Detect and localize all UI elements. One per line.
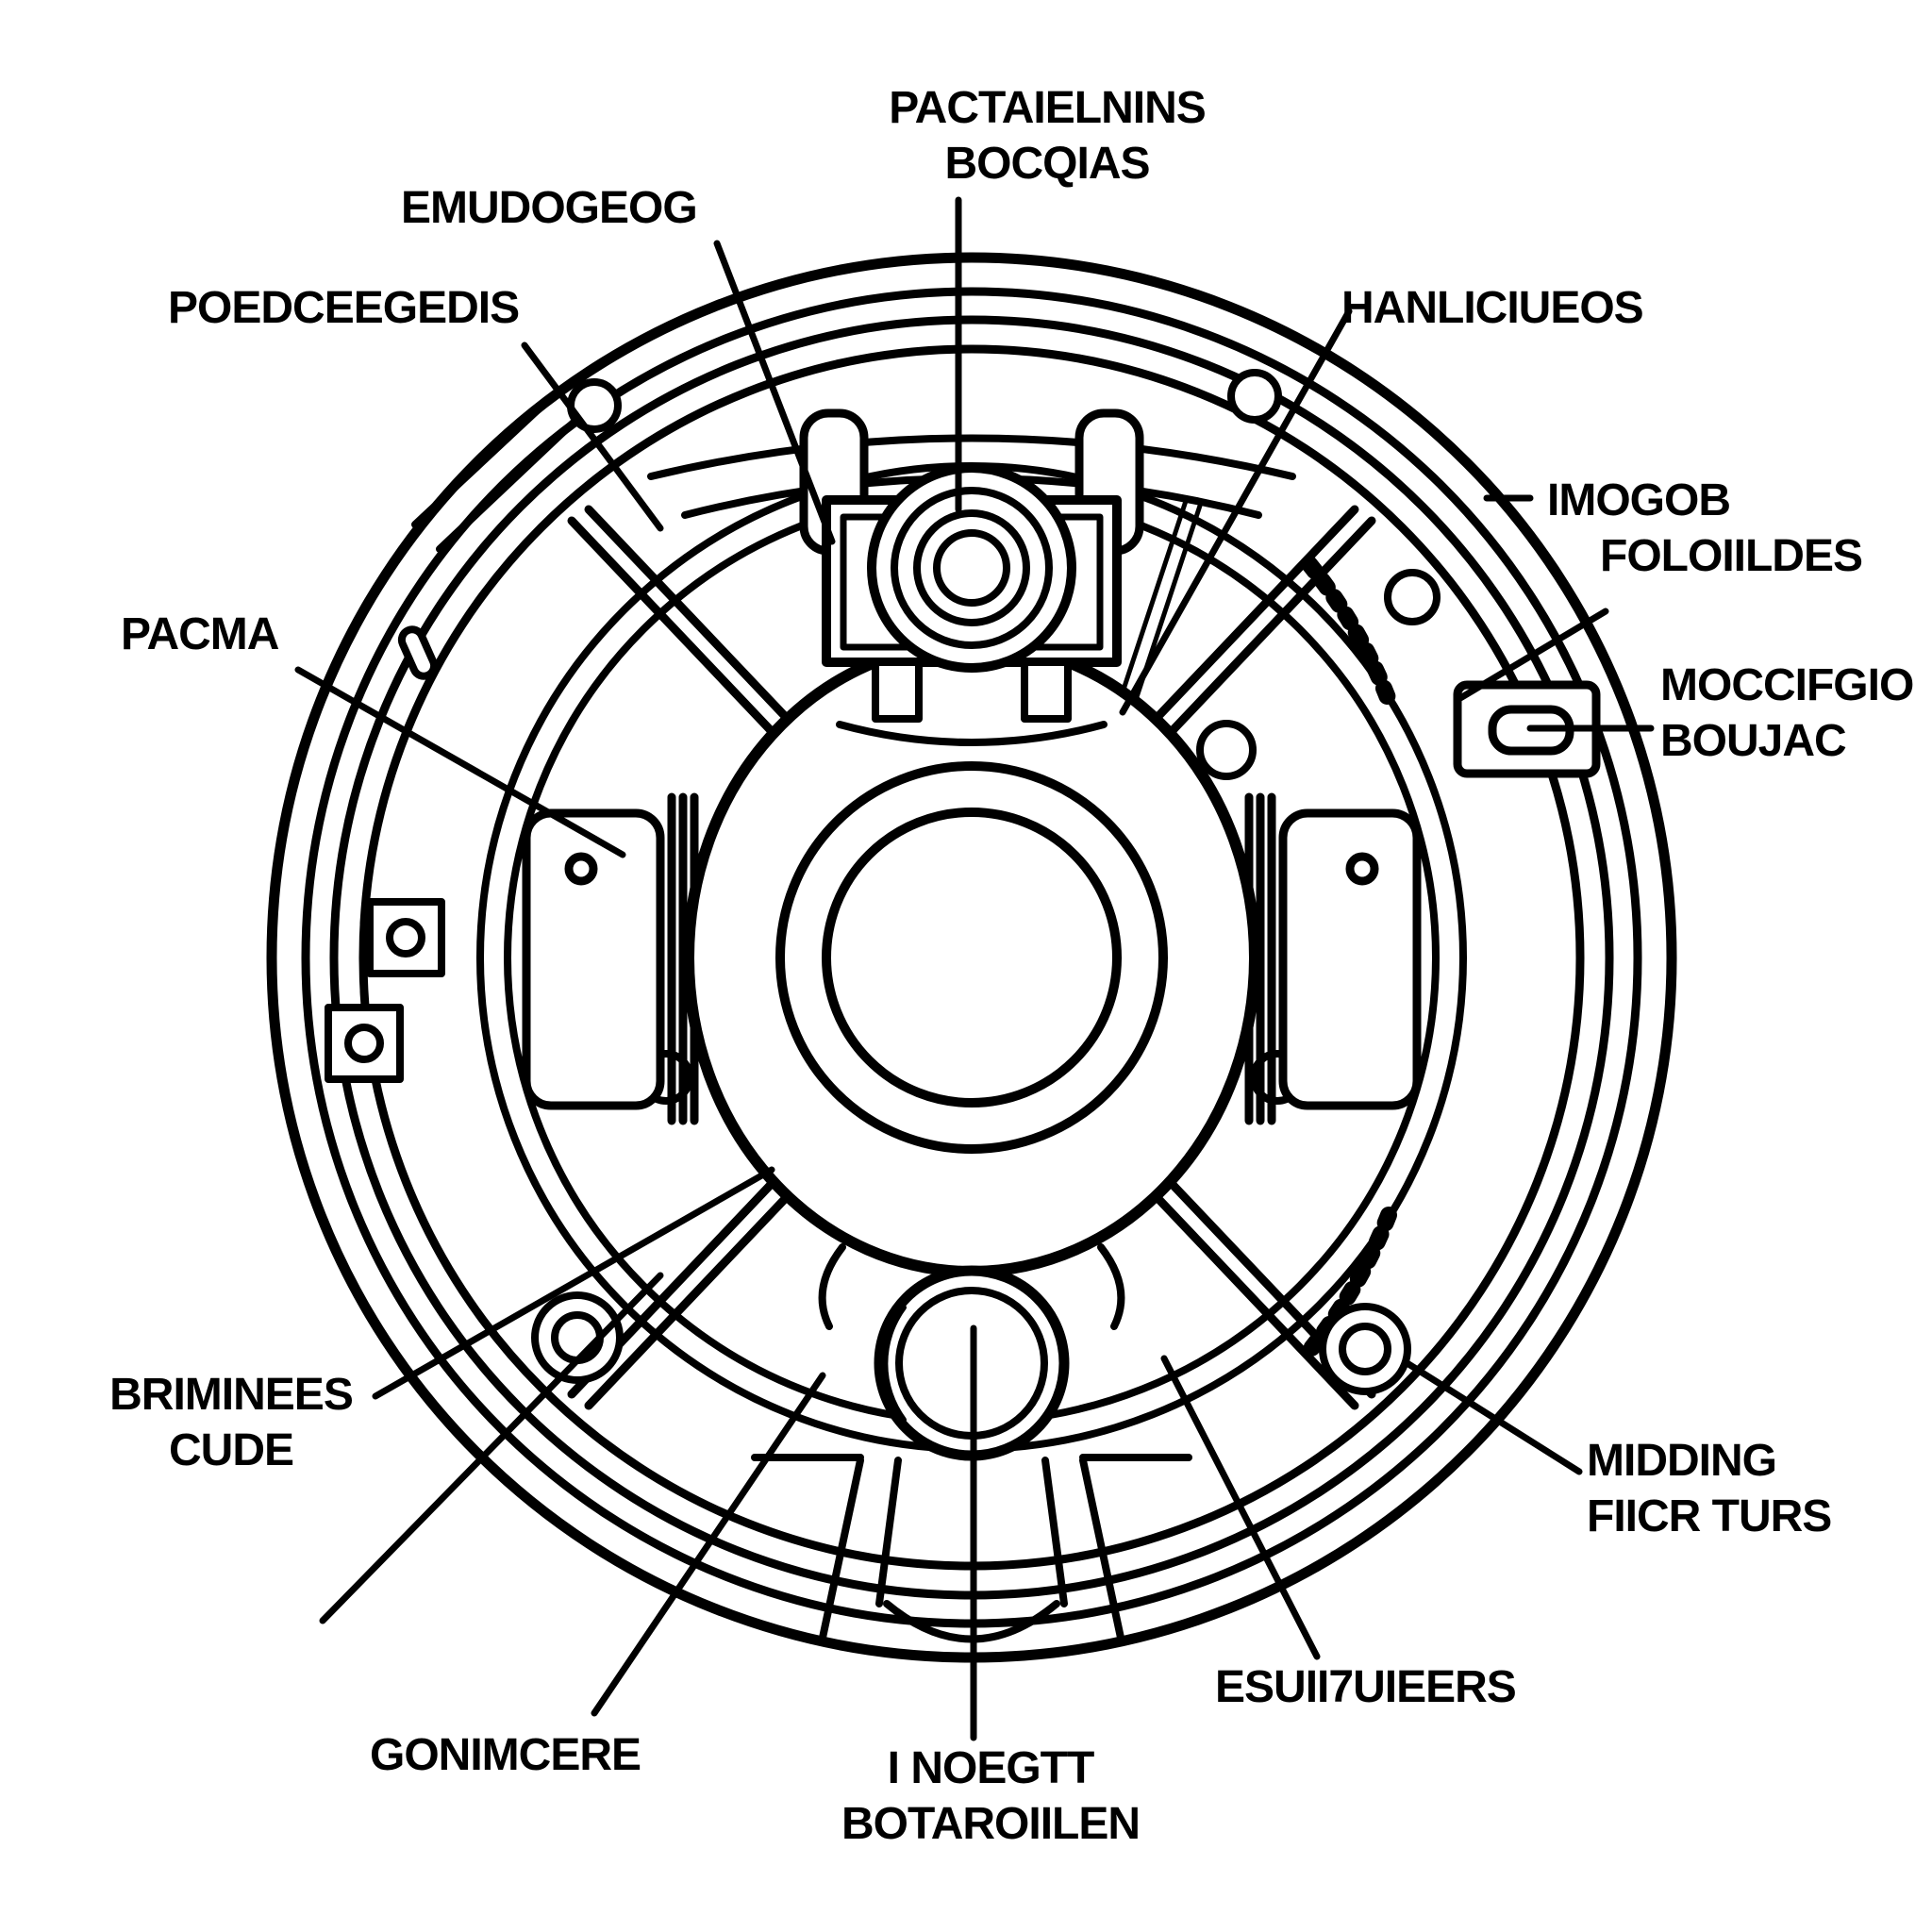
label-line: HANLICIUEOS — [1341, 283, 1644, 333]
label-line: MIDDING — [1587, 1436, 1777, 1486]
label-line: POEDCEEGEDIS — [168, 283, 520, 333]
label-line: I NOEGTT — [887, 1743, 1095, 1793]
label-line: GONIMCERE — [370, 1730, 641, 1780]
label-esuii7uieers: ESUII7UIEERS — [1215, 1660, 1517, 1716]
label-moccifgio-boujac: MOCCIFGIO BOUJAC — [1660, 658, 1914, 769]
label-line: ESUII7UIEERS — [1215, 1662, 1517, 1712]
adjuster-ratchet — [1301, 556, 1397, 1359]
label-line: BOCQIAS — [944, 138, 1150, 189]
leader-emudogeog — [713, 240, 836, 545]
label-briminees-cude: BRIMINEES CUDE — [90, 1368, 373, 1478]
label-line: PACMA — [121, 609, 279, 659]
label-line: EMUDOGEOG — [401, 183, 698, 233]
label-poedceegedis: POEDCEEGEDIS — [168, 281, 520, 337]
label-pacma: PACMA — [121, 608, 279, 663]
leader-lines — [294, 196, 1655, 1741]
leader-pacma — [294, 666, 626, 858]
label-midding-fiicr-turs: MIDDING FIICR TURS — [1587, 1434, 1832, 1544]
label-imogob-foloiildes: IMOGOB FOLOIILDES — [1547, 474, 1863, 584]
label-gonimcere: GONIMCERE — [370, 1728, 641, 1784]
leader-briminees-1 — [372, 1166, 775, 1400]
label-line: BOUJAC — [1660, 715, 1847, 766]
label-line: MOCCIFGIO — [1660, 660, 1914, 710]
leader-midding — [1402, 1358, 1583, 1475]
plate-chords — [411, 389, 581, 553]
label-hanliciueos: HANLICIUEOS — [1341, 281, 1644, 337]
label-line: BRIMINEES — [109, 1370, 354, 1420]
center-hub — [683, 638, 1260, 1277]
leader-briminees-2 — [319, 1272, 664, 1624]
leader-hanliciueos — [1119, 308, 1353, 716]
label-line: PACTAIELNINS — [889, 83, 1207, 133]
label-line: FIICR TURS — [1587, 1491, 1832, 1541]
left-anchor-blocks — [325, 898, 445, 1083]
leader-gonimcere — [591, 1372, 826, 1717]
label-line: CUDE — [168, 1424, 294, 1475]
bolt-holes — [397, 369, 1441, 1395]
label-line: IMOGOB — [1547, 475, 1731, 525]
leader-foloiildes — [1457, 608, 1609, 702]
label-pactaielnins-bocqias: PACTAIELNINS BOCQIAS — [877, 81, 1217, 192]
label-line: FOLOIILDES — [1600, 530, 1863, 581]
label-line: BOTAROIILEN — [841, 1798, 1141, 1849]
label-emudogeog: EMUDOGEOG — [401, 181, 698, 237]
label-inoegtt-botaroiilen: I NOEGTT BOTAROIILEN — [811, 1741, 1170, 1852]
wheel-cylinder — [799, 408, 1144, 746]
leader-esuii7uieers — [1160, 1355, 1321, 1660]
leader-poedceegedis — [521, 341, 664, 532]
